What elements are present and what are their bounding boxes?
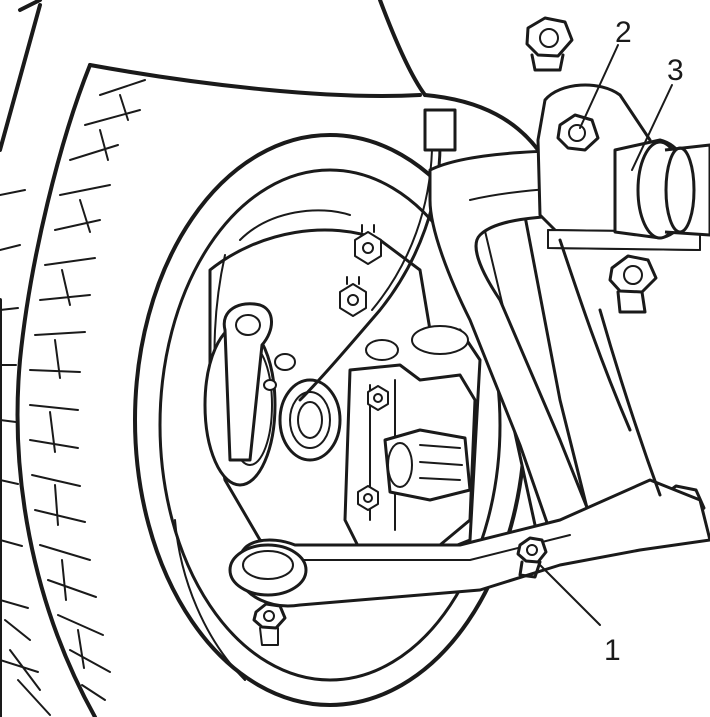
tire (0, 0, 146, 717)
cv-boot (278, 378, 342, 462)
link-lower-nut (516, 536, 548, 579)
leader-1 (539, 564, 601, 626)
callout-leaders (539, 44, 673, 626)
callout-label-3: 3 (667, 54, 684, 87)
ball-joint (228, 543, 308, 597)
bracket-bolt (556, 113, 600, 152)
stabilizer-bracket (536, 83, 710, 251)
leader-2 (579, 44, 619, 129)
knuckle-bolt-upper (354, 224, 382, 265)
leader-3 (631, 84, 673, 171)
ball-joint-nut (252, 602, 287, 646)
knuckle-bolt-lower (339, 276, 367, 317)
lower-bracket-bolt (608, 254, 658, 314)
top-bolt (525, 16, 574, 72)
callout-label-1: 1 (604, 634, 621, 667)
brake-caliper (343, 363, 477, 552)
tire-tread (0, 79, 146, 716)
callout-labels: 1 2 3 (604, 16, 684, 667)
caliper-bolt (357, 485, 379, 511)
fender (88, 0, 547, 162)
caliper-bolt (367, 385, 389, 411)
callout-label-2: 2 (615, 16, 632, 49)
